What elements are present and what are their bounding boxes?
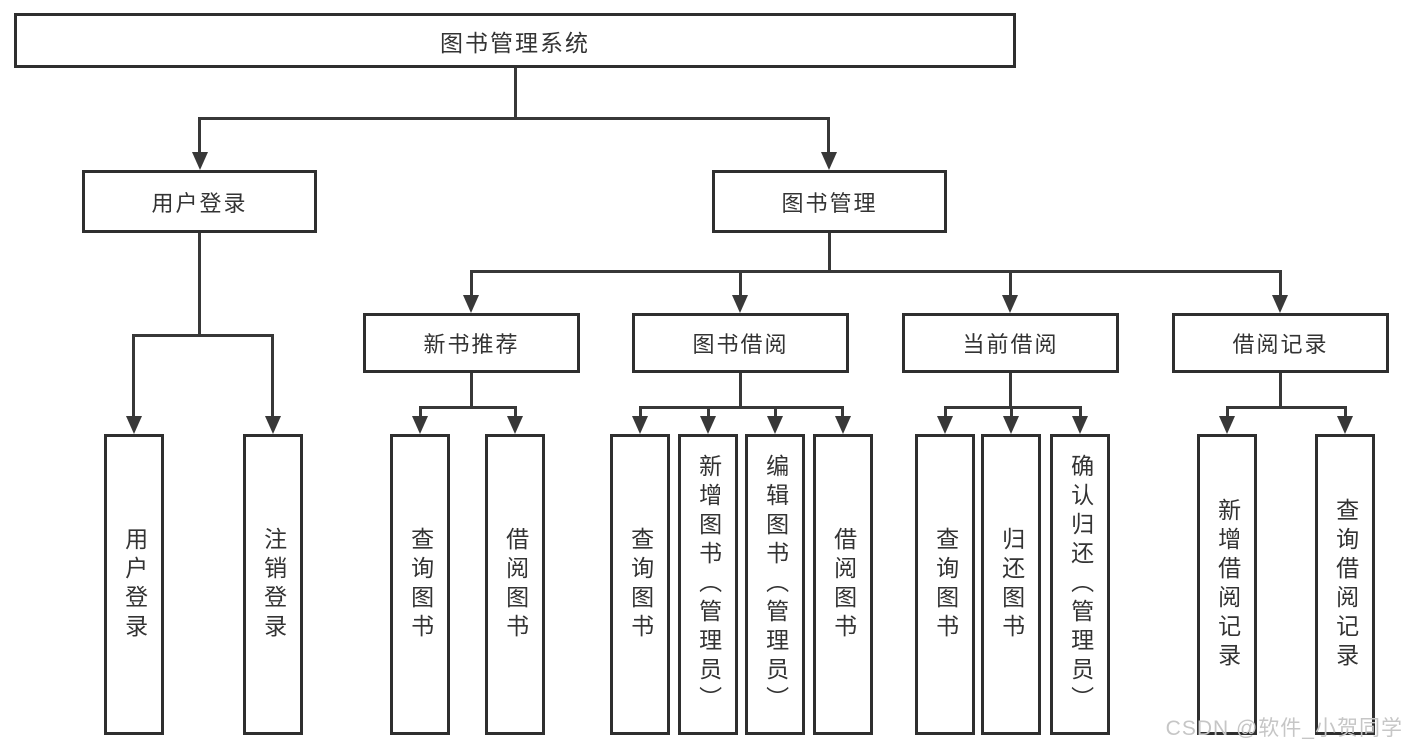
node-label: 新增借阅记录 [1214,497,1241,672]
connector-line [1009,270,1012,296]
node-label: 用户登录 [151,190,248,216]
connector-line [514,406,517,416]
leaf-query-book-3: 查询图书 [915,434,975,735]
node-current-borrow: 当前借阅 [902,313,1119,373]
node-label: 借阅图书 [830,526,857,643]
connector-line [198,117,830,120]
connector-line [271,334,274,416]
leaf-user-login: 用户登录 [104,434,164,735]
connector-line [470,373,473,408]
csdn-watermark: CSDN @软件_小贺同学 [1165,717,1403,740]
node-label: 图书管理 [781,190,878,216]
connector-line [419,406,517,409]
node-label: 图书借阅 [692,332,789,357]
node-label: 用户登录 [121,526,148,643]
connector-line [841,406,844,416]
leaf-query-book-1: 查询图书 [390,434,450,735]
node-book-management-branch: 图书管理 [712,170,947,233]
connector-line [1226,406,1229,416]
connector-line [707,406,710,416]
node-new-book-recommend: 新书推荐 [363,313,580,373]
connector-line [470,270,473,296]
node-borrow-record: 借阅记录 [1172,313,1389,373]
node-label: 新增图书（管理员） [695,454,722,715]
node-label: 借阅图书 [502,526,529,643]
leaf-query-borrow-record: 查询借阅记录 [1315,434,1375,735]
node-label: 注销登录 [260,526,287,643]
arrow-down-icon [265,416,281,434]
connector-line [739,270,742,296]
arrow-down-icon [192,152,208,170]
node-label: 查询图书 [627,526,654,643]
node-user-login-branch: 用户登录 [82,170,317,233]
arrow-down-icon [1272,295,1288,313]
arrow-down-icon [767,416,783,434]
connector-line [1079,406,1082,416]
node-label: 当前借阅 [962,332,1059,357]
connector-line [198,117,201,153]
connector-line [132,334,274,337]
arrow-down-icon [1072,416,1088,434]
connector-line [827,117,830,153]
leaf-add-borrow-record: 新增借阅记录 [1197,434,1257,735]
leaf-logout: 注销登录 [243,434,303,735]
node-label: 查询图书 [932,526,959,643]
connector-line [1009,373,1012,408]
connector-line [470,270,1281,273]
connector-line [1010,406,1013,416]
connector-line [774,406,777,416]
leaf-borrow-book-1: 借阅图书 [485,434,545,735]
arrow-down-icon [732,295,748,313]
leaf-confirm-return-admin: 确认归还（管理员） [1050,434,1110,735]
arrow-down-icon [412,416,428,434]
node-label: 确认归还（管理员） [1067,454,1094,715]
node-label: 编辑图书（管理员） [762,454,789,715]
leaf-return-book: 归还图书 [981,434,1041,735]
arrow-down-icon [937,416,953,434]
node-label: 图书管理系统 [440,29,590,56]
connector-line [1279,373,1282,408]
node-label: 查询图书 [407,526,434,643]
connector-line [132,334,135,416]
node-label: 归还图书 [998,526,1025,643]
arrow-down-icon [1337,416,1353,434]
connector-line [1279,270,1282,296]
connector-line [639,406,642,416]
node-label: 查询借阅记录 [1332,497,1359,672]
leaf-add-book-admin: 新增图书（管理员） [678,434,738,735]
node-label: 借阅记录 [1232,332,1329,357]
arrow-down-icon [835,416,851,434]
node-book-borrow: 图书借阅 [632,313,849,373]
connector-line [419,406,422,416]
arrow-down-icon [1003,416,1019,434]
arrow-down-icon [463,295,479,313]
connector-line [514,68,517,118]
arrow-down-icon [632,416,648,434]
arrow-down-icon [1219,416,1235,434]
arrow-down-icon [126,416,142,434]
connector-line [739,373,742,408]
leaf-query-book-2: 查询图书 [610,434,670,735]
connector-line [639,406,844,409]
connector-line [1226,406,1346,409]
connector-line [828,233,831,272]
node-label: 新书推荐 [423,332,520,357]
arrow-down-icon [821,152,837,170]
leaf-borrow-book-2: 借阅图书 [813,434,873,735]
connector-line [1344,406,1347,416]
node-system-root: 图书管理系统 [14,13,1016,68]
connector-line [198,233,201,335]
connector-line [944,406,1082,409]
arrow-down-icon [1002,295,1018,313]
connector-line [944,406,947,416]
leaf-edit-book-admin: 编辑图书（管理员） [745,434,805,735]
arrow-down-icon [700,416,716,434]
arrow-down-icon [507,416,523,434]
